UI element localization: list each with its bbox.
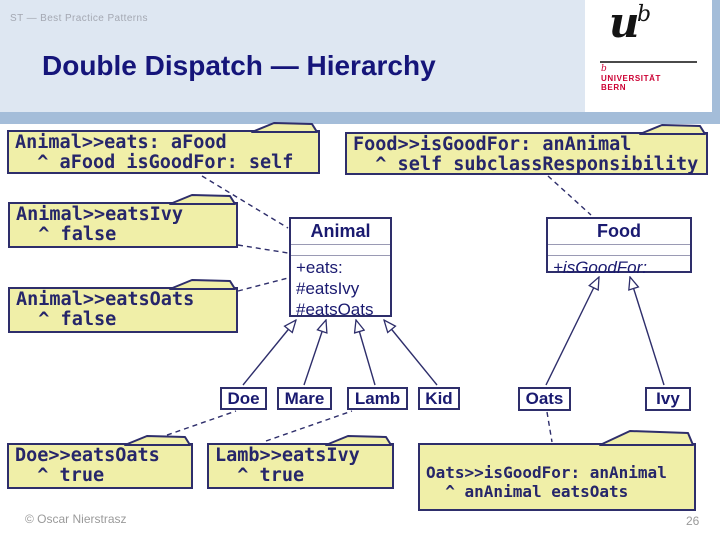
- class-box-doe: Doe: [220, 387, 267, 410]
- note-animal-eatsoats: Animal>>eatsOats ^ false: [8, 287, 238, 333]
- class-name: Food: [548, 219, 690, 245]
- class-attributes-empty: [548, 245, 690, 256]
- class-box-food: Food +isGoodFor:: [546, 217, 692, 277]
- note-line: ^ anAnimal eatsOats: [426, 482, 629, 501]
- note-food-isgoodfor: Food>>isGoodFor: anAnimal ^ self subclas…: [345, 132, 708, 175]
- note-line: Oats>>isGoodFor: anAnimal: [426, 463, 667, 482]
- breadcrumb: ST — Best Practice Patterns: [10, 13, 148, 24]
- logo-bern-text: BERN: [601, 83, 627, 92]
- method-label: #eatsIvy: [296, 279, 360, 298]
- generalization-kid-animal: [384, 320, 438, 386]
- method-label: #eatsOats: [296, 300, 374, 319]
- class-methods: +eats: #eatsIvy #eatsOats: [291, 256, 390, 320]
- class-box-animal: Animal +eats: #eatsIvy #eatsOats: [289, 217, 392, 320]
- logo-b-glyph: b: [637, 2, 652, 27]
- note-line: ^ self subclassResponsibility: [353, 154, 699, 175]
- class-box-oats: Oats: [518, 387, 571, 411]
- header-edge-strip: [712, 0, 720, 112]
- class-box-ivy: Ivy: [645, 387, 691, 411]
- class-methods: +isGoodFor:: [548, 256, 690, 278]
- accent-bar: [0, 112, 720, 124]
- note-line: Food>>isGoodFor: anAnimal: [353, 134, 632, 155]
- university-bern-logo: u b b UNIVERSITÄT BERN: [585, 0, 712, 112]
- note-animal-eats: Animal>>eats: aFood ^ aFood isGoodFor: s…: [7, 130, 320, 174]
- method-label: +isGoodFor:: [553, 258, 648, 277]
- note-animal-eatsivy: Animal>>eatsIvy ^ false: [8, 202, 238, 248]
- note-line: ^ true: [215, 465, 305, 486]
- note-line: Animal>>eatsOats: [16, 289, 195, 310]
- logo-u-glyph: u: [609, 0, 640, 47]
- note-line: Lamb>>eatsIvy: [215, 445, 360, 466]
- note-connector: [149, 410, 237, 442]
- logo-small-b: b: [601, 64, 607, 74]
- note-line: ^ true: [15, 465, 105, 486]
- generalization-oats-food: [545, 277, 599, 386]
- class-name: Animal: [291, 219, 390, 245]
- note-oats-isgoodfor: Oats>>isGoodFor: anAnimal ^ anAnimal eat…: [418, 443, 696, 511]
- page-title: Double Dispatch — Hierarchy: [42, 50, 436, 81]
- note-line: Doe>>eatsOats: [15, 445, 160, 466]
- page-number: 26: [686, 514, 700, 528]
- class-box-mare: Mare: [277, 387, 332, 410]
- note-doe-eatsoats: Doe>>eatsOats ^ true: [7, 443, 193, 489]
- note-connector: [546, 411, 553, 443]
- class-attributes-empty: [291, 245, 390, 256]
- note-lamb-eatsivy: Lamb>>eatsIvy ^ true: [207, 443, 394, 489]
- logo-divider-line: [600, 61, 697, 63]
- note-line: ^ false: [16, 309, 117, 330]
- footer-author: © Oscar Nierstrasz: [25, 512, 127, 526]
- generalization-ivy-food: [630, 277, 665, 386]
- generalization-mare-animal: [303, 320, 326, 386]
- note-line: Animal>>eats: aFood: [15, 132, 227, 153]
- note-connector: [265, 410, 353, 442]
- note-connector: [237, 277, 289, 292]
- generalization-lamb-animal: [356, 320, 376, 386]
- note-line: ^ aFood isGoodFor: self: [15, 152, 294, 173]
- note-line: ^ false: [16, 224, 117, 245]
- logo-universitat-text: UNIVERSITÄT: [601, 74, 661, 83]
- method-label: +eats:: [296, 258, 343, 277]
- note-connector: [547, 175, 592, 216]
- class-box-kid: Kid: [418, 387, 460, 410]
- class-box-lamb: Lamb: [347, 387, 408, 410]
- note-connector: [237, 244, 289, 254]
- note-line: Animal>>eatsIvy: [16, 204, 184, 225]
- generalization-doe-animal: [242, 320, 296, 386]
